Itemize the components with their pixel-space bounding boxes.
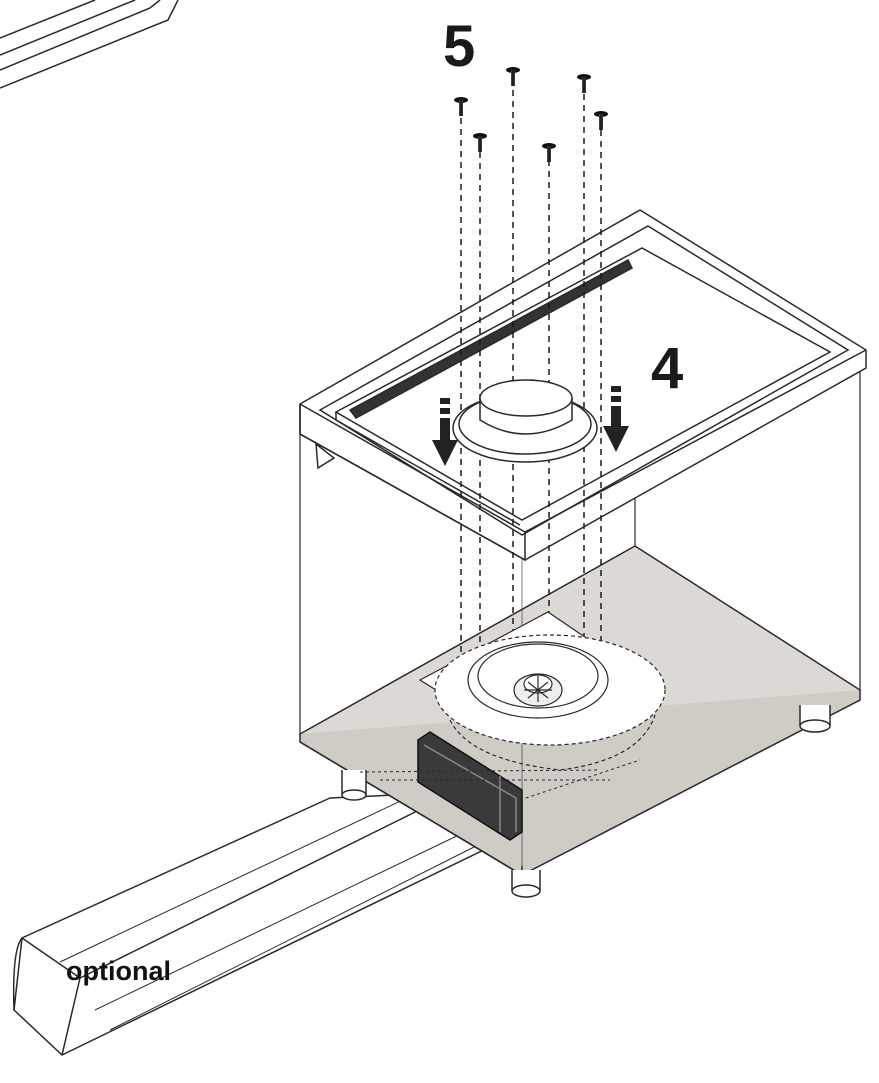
screw-icon: [454, 97, 468, 116]
screw-icon: [594, 111, 608, 130]
screw-icon: [473, 133, 487, 152]
arrow-down-icon: [603, 386, 629, 452]
screw-icon: [542, 143, 556, 162]
duct-connection: [359, 759, 641, 801]
step-number-4: 4: [651, 336, 684, 401]
cabinet-legs: [341, 705, 831, 898]
flat-duct-optional: [12, 769, 506, 1056]
screw-icon: [577, 74, 591, 93]
outlet-collar: [452, 379, 598, 463]
screw-icon: [506, 67, 520, 86]
top-frame: [299, 209, 867, 562]
step-number-5: 5: [443, 14, 476, 79]
arrow-down-icon: [432, 398, 458, 466]
blower-fan: [418, 611, 666, 771]
optional-label: optional: [66, 956, 171, 986]
duct-fragment-top: [0, 0, 179, 89]
strap: [417, 731, 523, 841]
